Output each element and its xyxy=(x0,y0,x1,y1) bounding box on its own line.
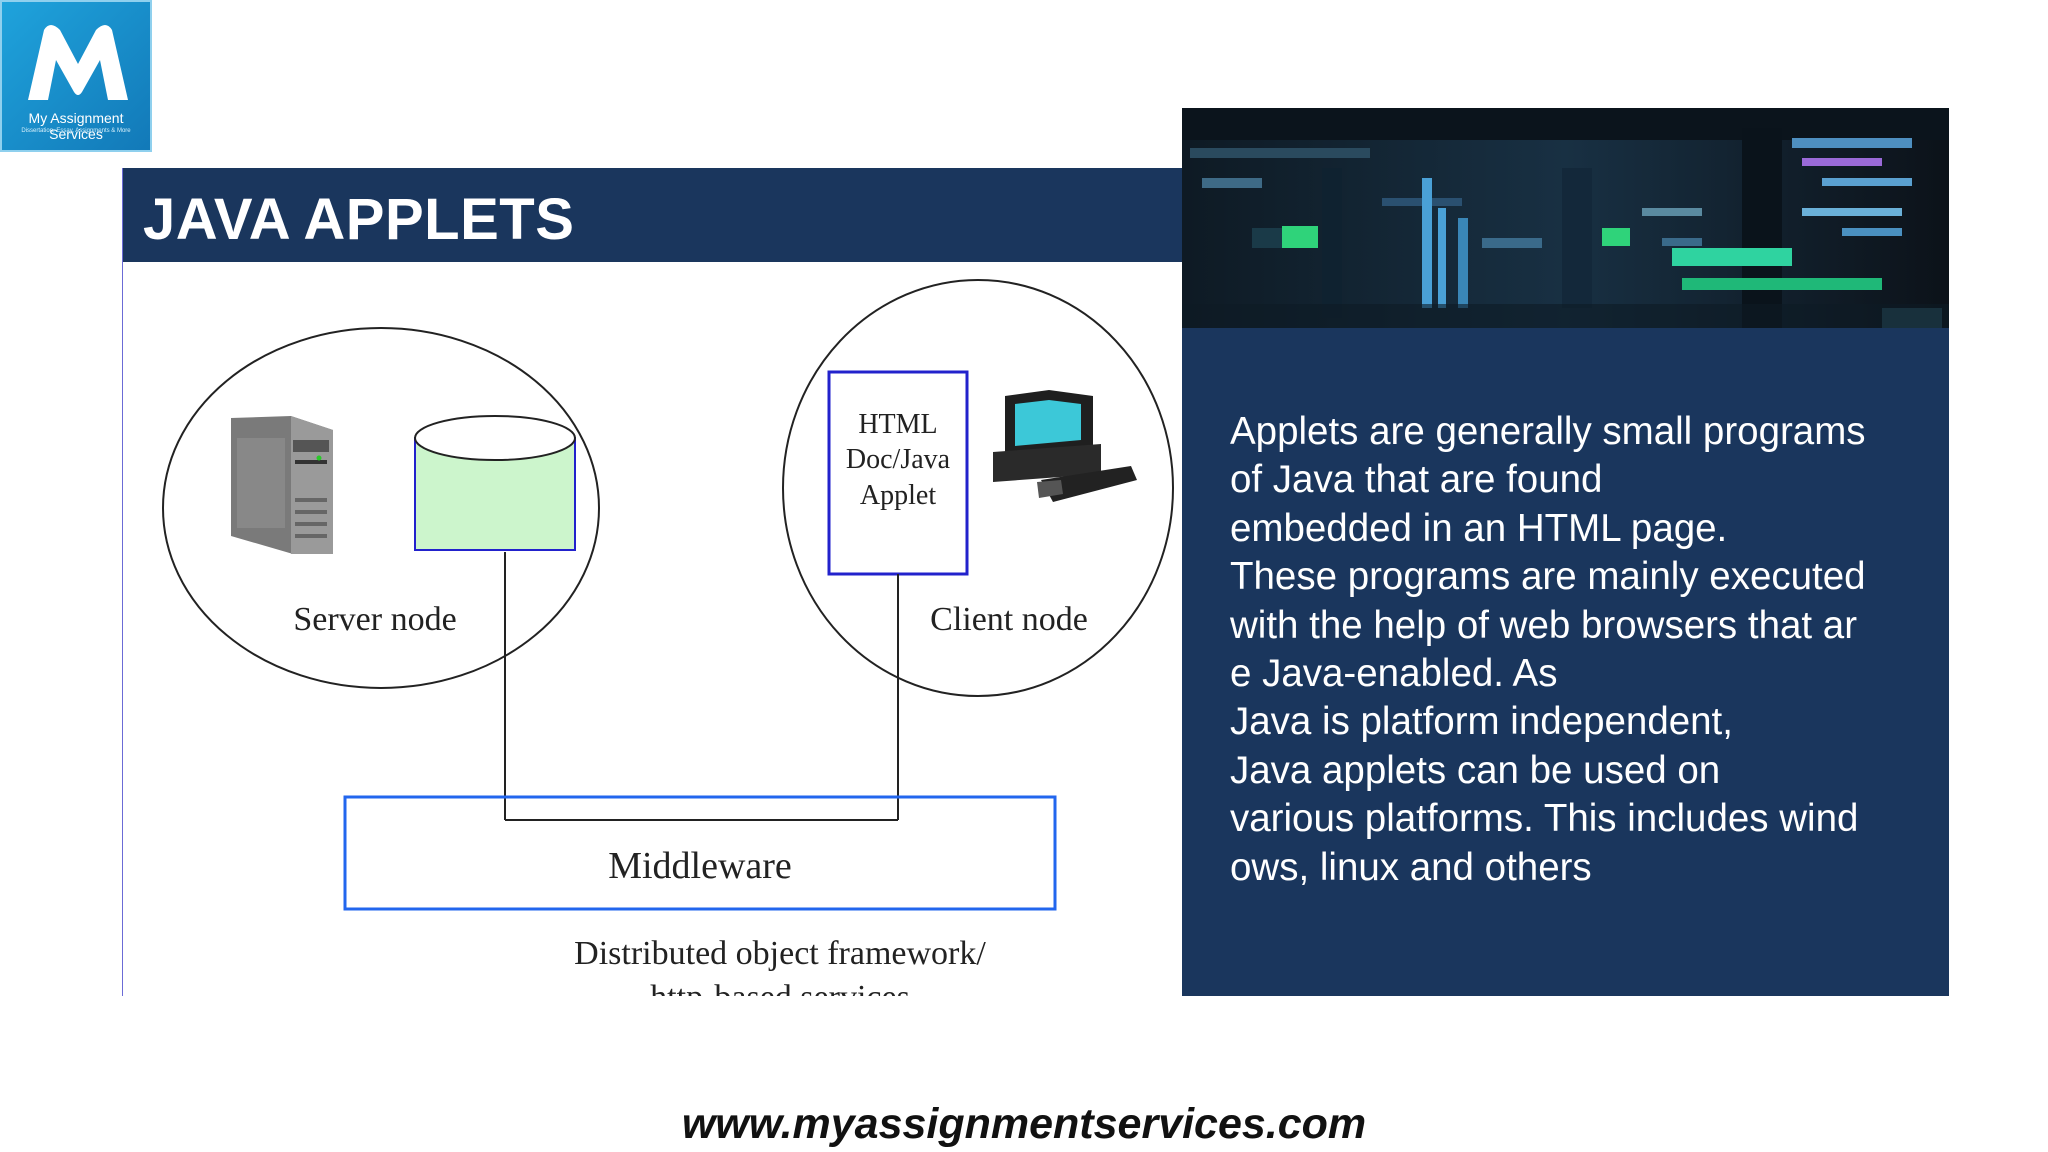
description-line: Applets are generally small programs xyxy=(1230,410,1866,453)
architecture-diagram: HTML Doc/Java Applet Server node Client … xyxy=(162,279,1174,996)
description-text: Applets are generally small programs of J… xyxy=(1230,408,1920,892)
framework-label-cut: http-based services xyxy=(650,979,910,996)
footer-url[interactable]: www.myassignmentservices.com xyxy=(681,1100,1367,1148)
framework-label: Distributed object framework/ xyxy=(574,935,986,972)
middleware-label: Middleware xyxy=(608,845,792,887)
description-line: various platforms. This includes wind xyxy=(1230,797,1859,841)
logo-tagline: Dissertation, Essay, Assignments & More xyxy=(21,128,131,134)
description-line: of Java that are found xyxy=(1230,458,1603,502)
logo-m-icon xyxy=(28,25,128,100)
client-node-label: Client node xyxy=(930,601,1088,638)
server-node-ellipse xyxy=(162,327,600,689)
logo-name: My Assignment Services xyxy=(28,110,124,142)
applet-box xyxy=(827,370,969,576)
description-line: e Java-enabled. As xyxy=(1230,652,1558,696)
database-cylinder-icon xyxy=(414,415,576,551)
code-screen-image xyxy=(1182,108,1949,328)
client-node-ellipse xyxy=(782,279,1174,697)
description-line: ows, linux and others xyxy=(1230,845,1592,889)
desktop-computer-icon xyxy=(993,390,1137,502)
server-tower-icon xyxy=(231,416,333,554)
applet-line-3: Applet xyxy=(860,480,936,511)
description-line: embedded in an HTML page. xyxy=(1230,506,1728,550)
title-bar: JAVA APPLETS xyxy=(123,168,1183,262)
server-node-label: Server node xyxy=(293,601,456,638)
description-line: Java applets can be used on xyxy=(1230,748,1721,792)
applet-line-2: Doc/Java xyxy=(846,444,951,475)
diagram-panel: HTML Doc/Java Applet Server node Client … xyxy=(122,168,1183,996)
description-line: with the help of web browsers that ar xyxy=(1230,603,1858,647)
description-line: These programs are mainly executed xyxy=(1230,555,1866,599)
description-line: Java is platform independent, xyxy=(1230,700,1733,744)
description-panel: Applets are generally small programs of J… xyxy=(1182,108,1949,996)
slide-title: JAVA APPLETS xyxy=(143,187,575,252)
brand-logo: My Assignment Services Dissertation, Ess… xyxy=(0,0,152,152)
middleware-box xyxy=(343,795,1057,911)
applet-line-1: HTML xyxy=(858,409,937,440)
